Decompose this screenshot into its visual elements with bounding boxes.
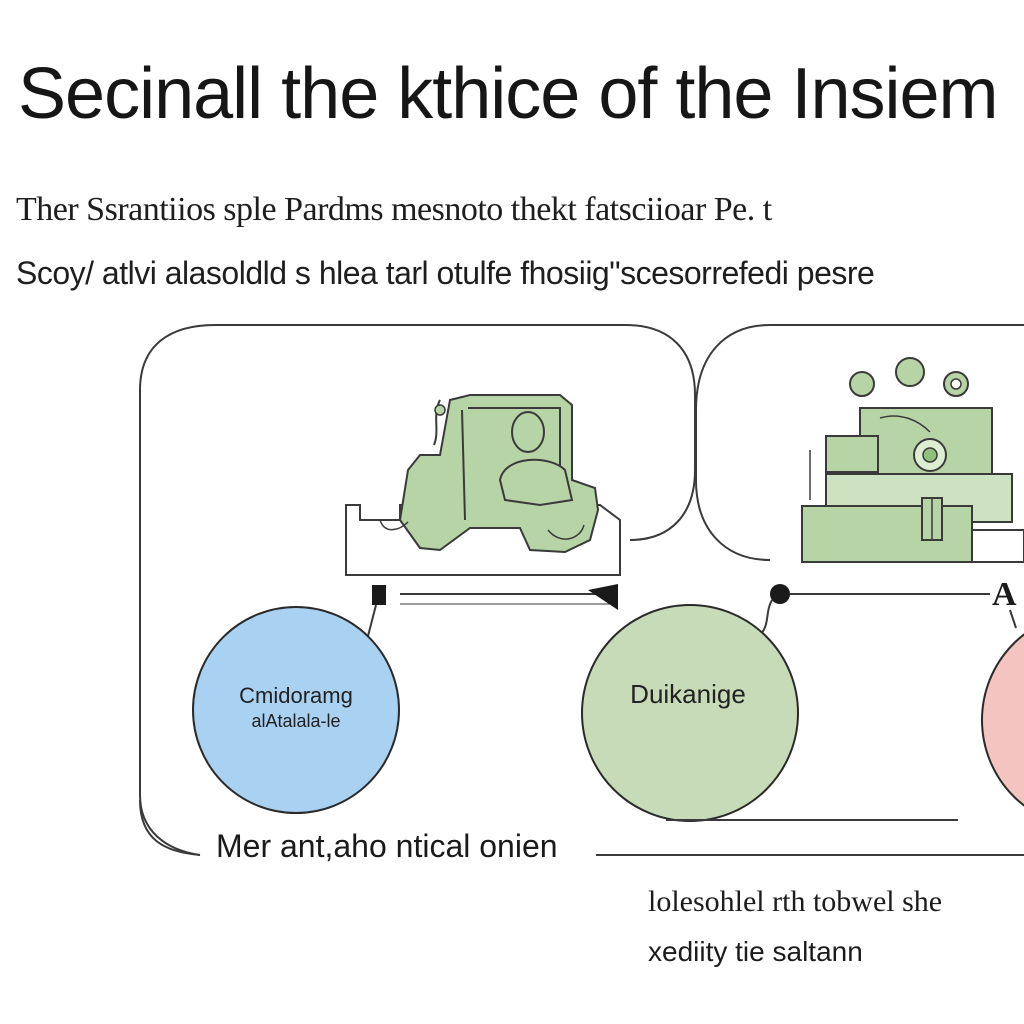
footnote-line-1: lolesohlel rth tobwel she <box>648 885 943 918</box>
connector-label-right: A <box>992 576 1017 613</box>
node-circle-middle <box>581 604 799 822</box>
diagram-caption: Mer ant,aho ntical onien <box>216 828 558 864</box>
node-circle-left <box>192 606 400 814</box>
forklift-operator-icon <box>345 394 621 576</box>
intro-line-2: Scoy/ atlvi alasoldld s hlea tarl otulfe… <box>16 255 875 291</box>
intro-line-1: Ther Ssrantiios sple Pardms mesnoto thek… <box>16 191 772 228</box>
right-panel-frame <box>695 324 1024 561</box>
connector-node-right <box>770 584 790 604</box>
footnote-line-2: xediity tie saltann <box>648 936 863 967</box>
left-panel-frame <box>139 324 696 856</box>
machine-control-panel-icon <box>801 357 1024 563</box>
middle-node-label: Duikanige <box>630 679 746 709</box>
connector-marker-left <box>372 585 386 605</box>
left-node-label-line-2: alAtalala-le <box>251 711 341 731</box>
left-node-label-line-1: Cmidoramg <box>239 683 353 708</box>
connector-arrowhead <box>588 584 618 610</box>
page-title: Secinall the kthice of the Insiem <box>18 54 999 134</box>
node-circle-right <box>981 633 1024 807</box>
